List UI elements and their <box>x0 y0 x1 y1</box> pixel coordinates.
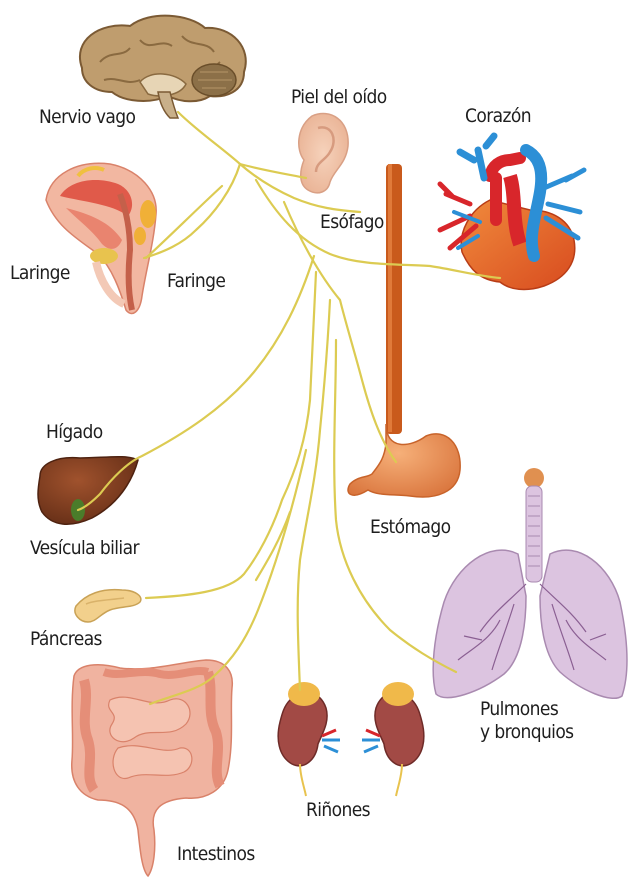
label-corazon: Corazón <box>465 107 531 126</box>
lungs-icon <box>433 468 627 698</box>
brain-icon <box>80 16 246 118</box>
label-laringe: Laringe <box>10 264 70 283</box>
label-pulmones: Pulmones y bronquios <box>480 698 574 744</box>
label-rinones: Riñones <box>306 801 370 820</box>
label-piel-oido: Piel del oído <box>291 88 387 107</box>
label-higado: Hígado <box>46 423 103 442</box>
label-intestinos: Intestinos <box>177 845 255 864</box>
esophagus-icon <box>386 164 402 434</box>
larynx-pharynx-icon <box>46 163 156 313</box>
liver-icon <box>38 457 138 525</box>
label-faringe: Faringe <box>167 272 225 291</box>
ear-icon <box>299 114 348 193</box>
stomach-icon <box>348 424 460 497</box>
label-vesicula: Vesícula biliar <box>30 539 139 558</box>
label-esofago: Esófago <box>320 213 384 232</box>
kidneys-icon <box>278 682 424 796</box>
heart-icon <box>440 136 584 289</box>
label-pancreas: Páncreas <box>30 630 102 649</box>
pancreas-icon <box>75 590 141 622</box>
label-estomago: Estómago <box>370 518 451 537</box>
label-nervio-vago: Nervio vago <box>39 108 135 127</box>
